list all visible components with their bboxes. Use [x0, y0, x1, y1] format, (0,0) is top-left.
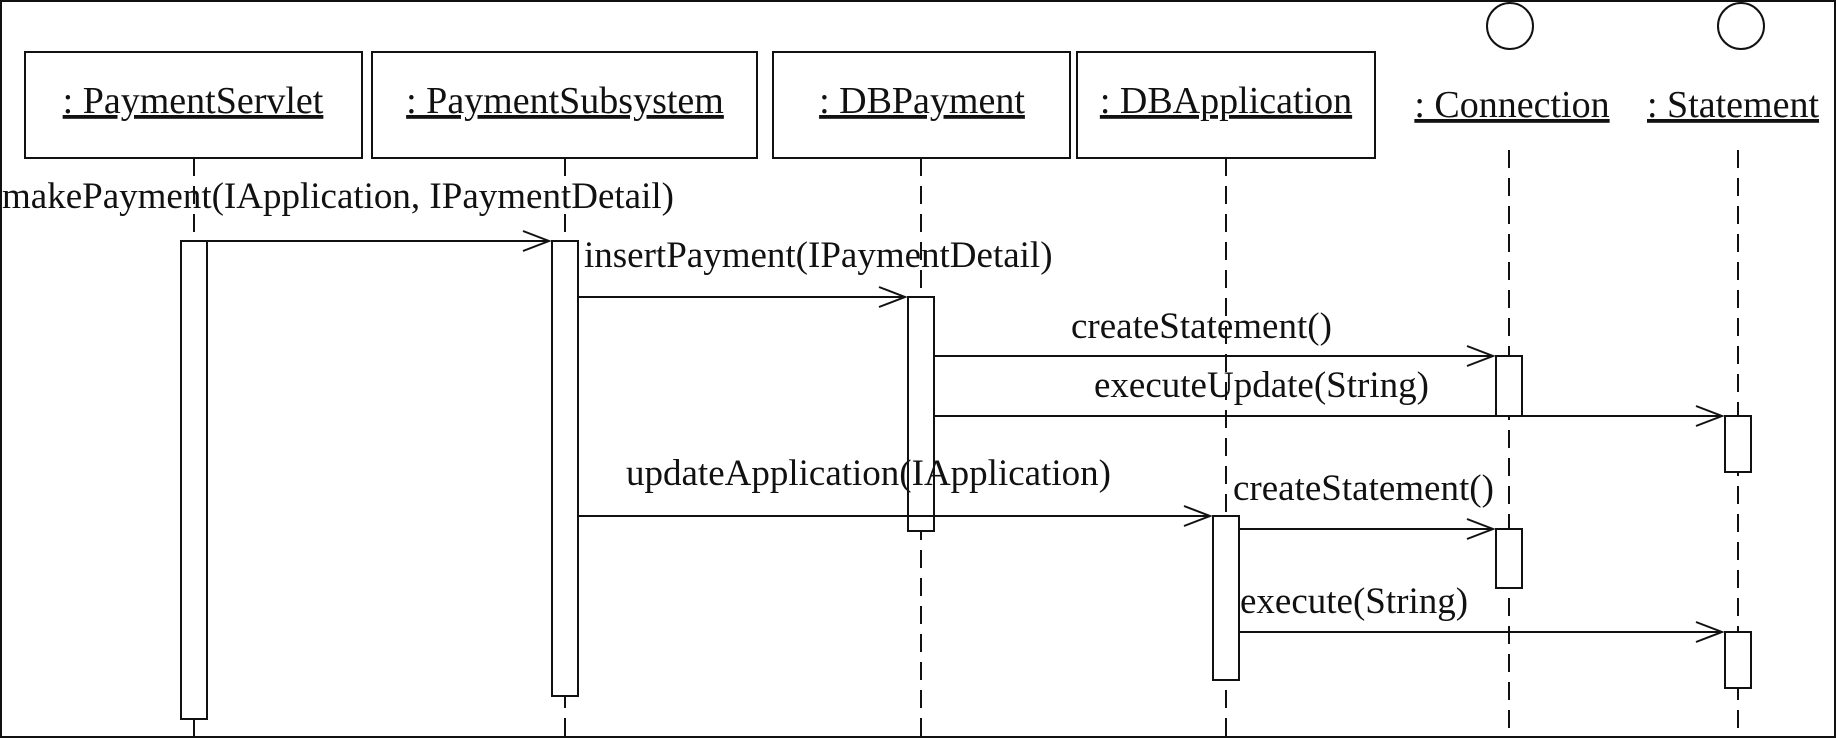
activation-bar-connection-2 [1495, 528, 1523, 589]
message-label-make-payment: makePayment(IApplication, IPaymentDetail… [2, 176, 674, 217]
activation-bar-payment-servlet [180, 240, 208, 720]
message-execute-update [934, 405, 1725, 427]
message-label-insert-payment: insertPayment(IPaymentDetail) [584, 235, 1053, 276]
message-label-execute-update: executeUpdate(String) [1094, 365, 1429, 406]
participant-payment-servlet[interactable]: : PaymentServlet [24, 51, 363, 159]
participant-payment-subsystem[interactable]: : PaymentSubsystem [371, 51, 758, 159]
activation-bar-statement-2 [1724, 631, 1752, 689]
interface-circle-icon [1486, 2, 1534, 50]
interface-circle-icon [1717, 2, 1765, 50]
participant-connection[interactable]: : Connection [1414, 2, 1610, 126]
message-label-update-application: updateApplication(IApplication) [626, 453, 1111, 494]
svg-text:: DBPayment: : DBPayment [819, 80, 1025, 122]
svg-text:: Connection: : Connection [1414, 84, 1609, 126]
participant-db-application[interactable]: : DBApplication [1076, 51, 1376, 159]
svg-text:: Statement: : Statement [1647, 84, 1819, 126]
message-create-statement-2 [1239, 518, 1496, 540]
message-update-application [578, 505, 1213, 527]
activation-bar-db-application [1212, 515, 1240, 681]
svg-text:: DBApplication: : DBApplication [1100, 80, 1352, 122]
participant-statement[interactable]: : Statement [1647, 2, 1819, 126]
activation-bar-payment-subsystem [551, 240, 579, 697]
message-create-statement-1 [934, 345, 1496, 367]
message-label-create-statement-2: createStatement() [1233, 468, 1494, 509]
message-insert-payment [578, 286, 908, 308]
activation-bar-statement-1 [1724, 415, 1752, 473]
activation-bar-connection-1 [1495, 355, 1523, 417]
message-label-create-statement-1: createStatement() [1071, 306, 1332, 347]
participant-db-payment[interactable]: : DBPayment [772, 51, 1071, 159]
svg-text:: PaymentServlet: : PaymentServlet [63, 80, 324, 122]
message-make-payment [207, 230, 552, 252]
message-execute [1239, 621, 1725, 643]
activation-bar-db-payment [907, 296, 935, 532]
svg-text:: PaymentSubsystem: : PaymentSubsystem [406, 80, 724, 122]
message-label-execute: execute(String) [1240, 581, 1468, 622]
